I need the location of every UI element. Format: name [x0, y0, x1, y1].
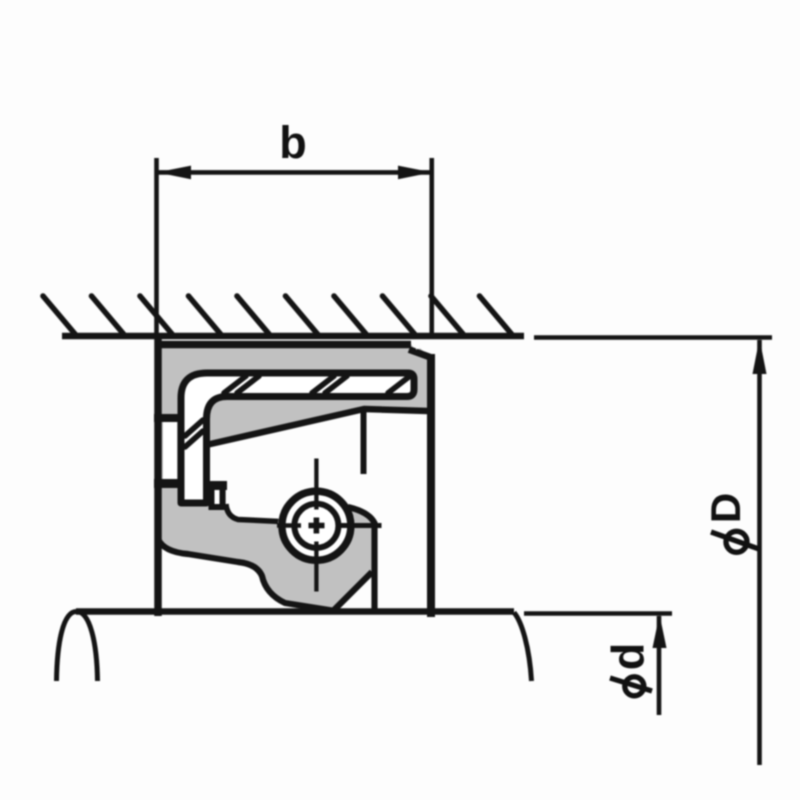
svg-text:D: D [702, 493, 749, 523]
svg-text:b: b [279, 117, 307, 168]
svg-text:d: d [603, 643, 654, 671]
